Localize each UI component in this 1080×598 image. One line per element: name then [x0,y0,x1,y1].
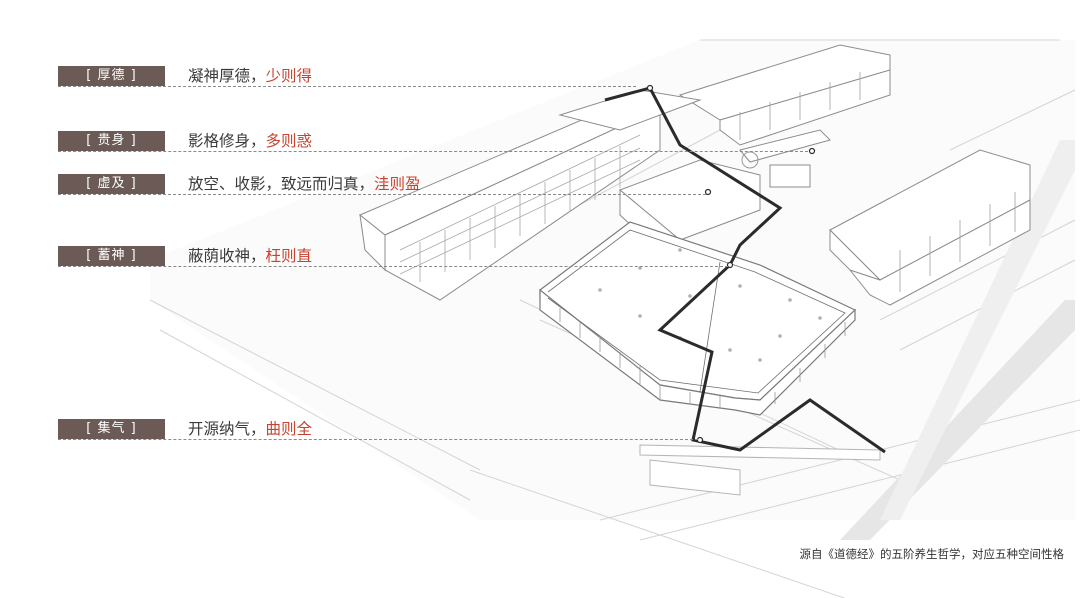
tag-guishen: [ 贵身 ] [58,131,165,151]
north-block [558,44,891,146]
tag-xushen: [ 蓄神 ] [58,246,165,266]
leader-line-3 [58,194,706,195]
site-lines [149,39,1080,598]
phrase-5: 开源纳气，曲则全 [188,419,312,439]
tag-xuji: [ 虚及 ] [58,174,165,194]
central-hall-columns [559,308,846,408]
leader-line-5 [58,439,698,440]
east-block [829,149,1031,306]
phrase-4-text: 蔽荫收神， [188,247,266,265]
phrase-1: 凝神厚德，少则得 [188,66,312,86]
phrase-3: 放空、收影，致远而归真，洼则盈 [188,174,421,194]
phrase-4-accent: 枉则直 [265,247,313,265]
phrase-3-text: 放空、收影，致远而归真， [188,175,375,193]
leader-line-2 [58,151,808,152]
phrase-3-accent: 洼则盈 [374,175,421,193]
central-hall-rail [547,229,846,394]
phrase-2-text: 影格修身， [188,132,266,150]
leader-line-4 [58,266,728,267]
figure-caption: 源自《道德经》的五阶养生哲学，对应五种空间性格 [799,547,1065,561]
tag-houde: [ 厚德 ] [58,66,165,86]
phrase-5-accent: 曲则全 [265,420,313,438]
path-nodes [646,84,816,444]
tag-jiqi: [ 集气 ] [58,419,165,439]
podium [639,444,881,496]
circulation-path [604,86,886,454]
phrase-2: 影格修身，多则惑 [188,131,312,151]
leader-line-1 [58,86,636,87]
phrase-1-accent: 少则得 [265,67,313,85]
phrase-2-accent: 多则惑 [265,132,313,150]
terrace-windows [399,134,641,282]
phrase-5-text: 开源纳气， [188,420,266,438]
phrase-1-text: 凝神厚德， [188,67,266,85]
phrase-4: 蔽荫收神，枉则直 [188,246,312,266]
